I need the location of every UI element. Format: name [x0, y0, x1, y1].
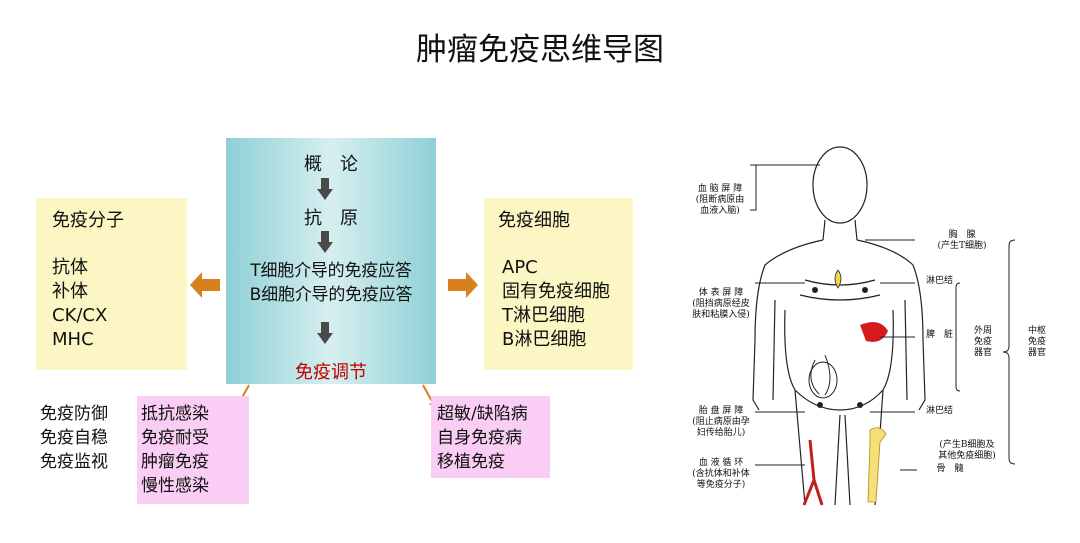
down-arrow-icon [317, 231, 333, 253]
immune-system-figure: 血 脑 屏 障(阻断病原由血液入脑) 胸 腺(产生T细胞) 淋巴结 体 表 屏 … [655, 140, 1075, 510]
node-immune-regulation: 免疫调节 [295, 362, 367, 383]
list-item: 免疫监视 [40, 452, 108, 472]
down-arrow-icon [317, 178, 333, 200]
cells-list: APC 固有免疫细胞 T淋巴细胞 B淋巴细胞 [502, 256, 610, 352]
concept-center-box: 概 论 抗 原 T细胞介导的免疫应答 B细胞介导的免疫应答 免疫调节 [226, 138, 436, 384]
node-antigen: 抗 原 [304, 208, 358, 229]
left-arrow-icon [190, 272, 220, 298]
list-item: 抗体 [52, 257, 88, 278]
list-item: 固有免疫细胞 [502, 281, 610, 302]
list-item: 肿瘤免疫 [141, 452, 209, 472]
immune-cells-box: 免疫细胞 APC 固有免疫细胞 T淋巴细胞 B淋巴细胞 [484, 198, 633, 370]
right-arrow-icon [448, 272, 478, 298]
blood-vessel-shape [802, 439, 824, 506]
human-body-illustration [750, 146, 1016, 506]
list-item: 慢性感染 [141, 476, 209, 496]
lymph-node-label: 淋巴结 [925, 406, 953, 416]
list-item: APC [502, 257, 538, 278]
peripheral-organs-label: 外周免疫器官 [973, 326, 992, 358]
list-item: 抵抗感染 [141, 404, 209, 424]
spleen-shape [860, 322, 888, 342]
molecules-heading: 免疫分子 [52, 210, 124, 231]
regulation-outcomes-box: 抵抗感染 免疫耐受 肿瘤免疫 慢性感染 [137, 396, 249, 504]
cells-heading: 免疫细胞 [498, 210, 570, 231]
central-organs-label: 中枢免疫器官 [1027, 326, 1046, 358]
thymus-shape [834, 269, 842, 289]
skin-barrier-label: 体 表 屏 障(阻挡病原经皮肤和粘膜入侵) [692, 288, 750, 320]
lymph-node-label: 淋巴结 [925, 276, 953, 286]
page-title: 肿瘤免疫思维导图 [416, 32, 664, 68]
bone-marrow-note: (产生B细胞及其他免疫细胞) [938, 440, 996, 461]
list-item: 超敏/缺陷病 [437, 404, 528, 424]
list-item: CK/CX [52, 305, 108, 326]
placenta-barrier-label: 胎 盘 屏 障(阻止病原由孕妇传给胎儿) [692, 406, 750, 438]
blood-circulation-label: 血 液 循 环(含抗体和补体等免疫分子) [692, 458, 750, 490]
list-item: 自身免疫病 [437, 428, 522, 448]
bone-marrow-label: 骨 髓 [936, 464, 964, 474]
bone-shape [867, 427, 887, 503]
list-item: 补体 [52, 281, 88, 302]
node-concept: 概 论 [304, 154, 358, 175]
thymus-label: 胸 腺(产生T细胞) [937, 230, 987, 251]
immune-disorders-box: 超敏/缺陷病 自身免疫病 移植免疫 [431, 396, 550, 478]
spleen-label: 脾 脏 [925, 330, 953, 340]
list-item: MHC [52, 329, 94, 350]
list-item: 免疫自稳 [40, 428, 108, 448]
node-t-cell-response: T细胞介导的免疫应答 [250, 261, 412, 281]
node-b-cell-response: B细胞介导的免疫应答 [249, 285, 413, 305]
list-item: 移植免疫 [437, 452, 505, 472]
bbb-label: 血 脑 屏 障(阻断病原由血液入脑) [695, 184, 745, 216]
list-item: 免疫防御 [40, 404, 108, 424]
molecules-list: 抗体 补体 CK/CX MHC [52, 256, 107, 352]
list-item: B淋巴细胞 [502, 329, 587, 350]
down-arrow-icon [317, 322, 333, 344]
list-item: T淋巴细胞 [502, 305, 585, 326]
list-item: 免疫耐受 [141, 428, 209, 448]
immune-functions-list: 免疫防御 免疫自稳 免疫监视 [40, 402, 108, 474]
immune-molecules-box: 免疫分子 抗体 补体 CK/CX MHC [36, 198, 187, 370]
